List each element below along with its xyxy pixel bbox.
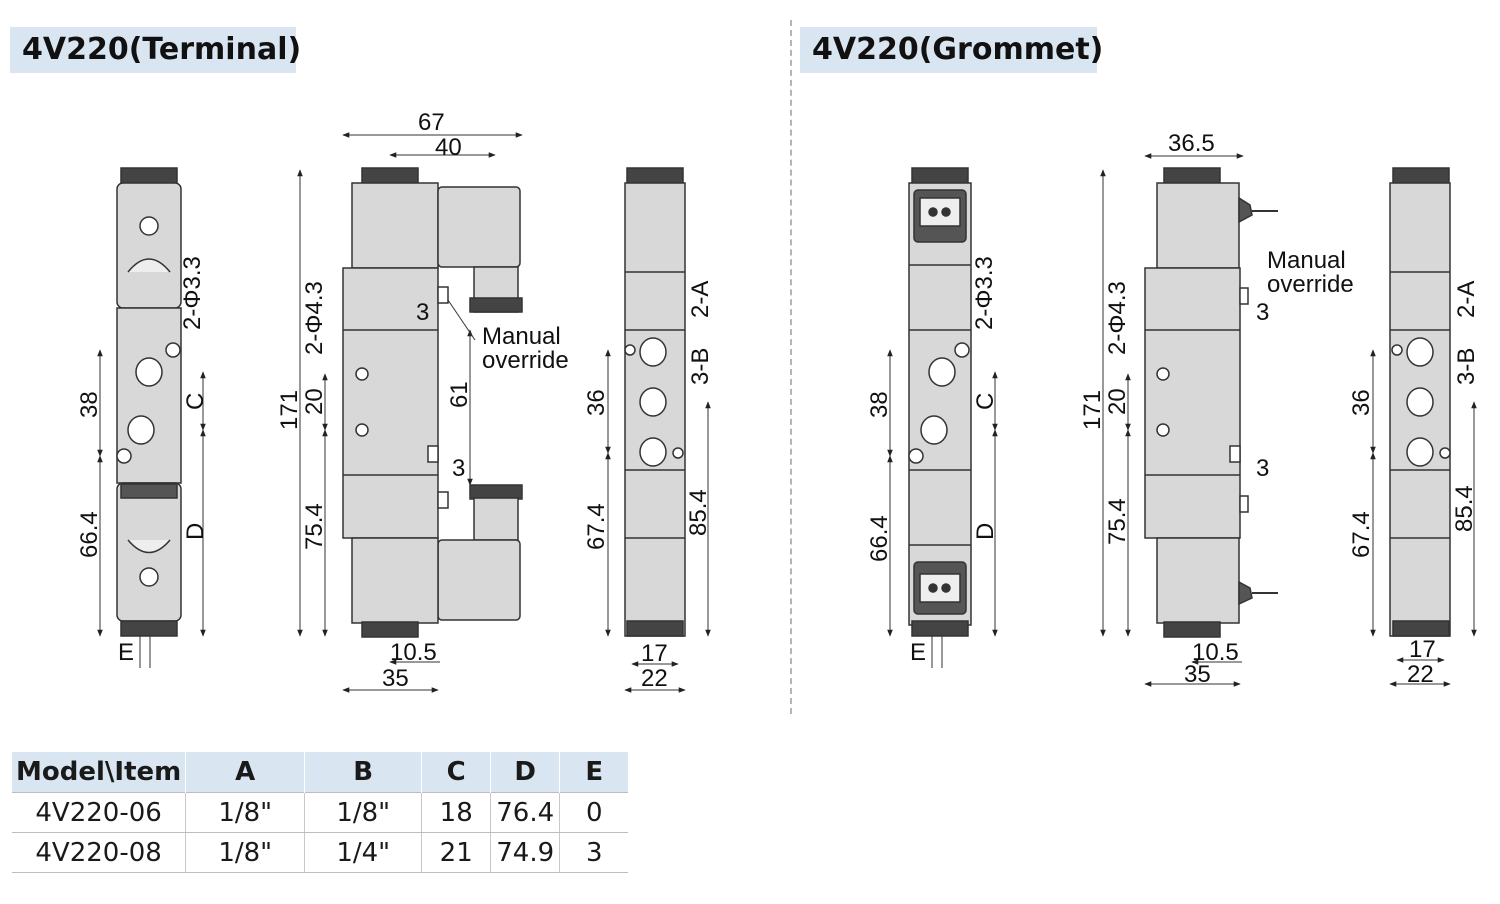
- terminal-right-17: 17: [641, 640, 668, 667]
- table-cell: 4V220-08: [12, 832, 186, 873]
- grommet-right-22: 22: [1407, 661, 1434, 688]
- terminal-right-dims: [605, 349, 711, 693]
- grommet-front-view: [1144, 167, 1278, 638]
- table-header: E: [559, 752, 629, 793]
- grommet-front-dims: [1100, 153, 1244, 687]
- table-cell: 4V220-06: [12, 792, 186, 833]
- terminal-side-66: 66.4: [76, 511, 103, 558]
- grommet-right-36: 36: [1348, 389, 1375, 416]
- table-cell: 76.4: [490, 792, 560, 833]
- grommet-front-365: 36.5: [1168, 130, 1215, 157]
- terminal-side-dims: [97, 349, 206, 668]
- grommet-right-3b: 3-B: [1453, 348, 1480, 385]
- table-cell: 3: [559, 832, 629, 873]
- grommet-manual-line1: Manual: [1267, 247, 1346, 274]
- grommet-right-17: 17: [1409, 636, 1436, 663]
- table-row: 4V220-08 1/8" 1/4" 21 74.9 3: [12, 832, 629, 873]
- terminal-front-35: 35: [382, 665, 409, 692]
- terminal-front-20: 20: [301, 388, 328, 415]
- terminal-side-e: E: [118, 639, 134, 666]
- section-divider: [790, 20, 792, 714]
- grommet-front-20: 20: [1104, 388, 1131, 415]
- table-header: A: [185, 752, 305, 793]
- grommet-front-35: 35: [1184, 661, 1211, 688]
- terminal-front-40: 40: [435, 134, 462, 161]
- grommet-front-holes: 2-Φ4.3: [1104, 281, 1131, 355]
- terminal-right-85: 85.4: [685, 489, 712, 536]
- grommet-front-3a: 3: [1256, 299, 1269, 326]
- terminal-right-67: 67.4: [583, 503, 610, 550]
- grommet-front-75: 75.4: [1104, 498, 1131, 545]
- terminal-right-view: [624, 167, 686, 637]
- table-header: Model\Item: [12, 752, 186, 793]
- grommet-side-66: 66.4: [866, 515, 893, 562]
- terminal-front-171: 171: [276, 390, 303, 430]
- table-header: C: [421, 752, 491, 793]
- grommet-side-d: D: [972, 523, 999, 540]
- grommet-side-view: [908, 167, 972, 637]
- terminal-section-title: 4V220(Terminal): [10, 27, 301, 73]
- terminal-right-22: 22: [641, 665, 668, 692]
- grommet-right-85: 85.4: [1451, 485, 1478, 532]
- model-spec-table: Model\Item A B C D E 4V220-06 1/8" 1/8" …: [12, 752, 629, 873]
- table-cell: 74.9: [490, 832, 560, 873]
- terminal-front-61: 61: [446, 381, 473, 408]
- grommet-right-2a: 2-A: [1453, 281, 1480, 318]
- table-cell: 1/8": [185, 832, 305, 873]
- terminal-front-67: 67: [418, 109, 445, 136]
- table-header: D: [490, 752, 560, 793]
- grommet-side-e: E: [910, 639, 926, 666]
- terminal-side-c: C: [182, 393, 209, 410]
- terminal-front-75: 75.4: [301, 503, 328, 550]
- grommet-front-171: 171: [1079, 390, 1106, 430]
- terminal-side-d: D: [182, 523, 209, 540]
- grommet-side-38: 38: [866, 391, 893, 418]
- grommet-manual-line2: override: [1267, 271, 1354, 298]
- terminal-side-view: [116, 167, 182, 637]
- table-row: 4V220-06 1/8" 1/8" 18 76.4 0: [12, 792, 629, 833]
- valve-drawings: 2-Φ3.3 C D 38 66.4 E 67 40 171: [76, 109, 1480, 693]
- table-cell: 1/4": [304, 832, 422, 873]
- terminal-front-dims: [297, 132, 523, 693]
- grommet-right-dims: [1370, 349, 1477, 687]
- table-cell: 21: [421, 832, 491, 873]
- grommet-side-c: C: [972, 393, 999, 410]
- terminal-right-36: 36: [583, 389, 610, 416]
- terminal-front-holes: 2-Φ4.3: [301, 281, 328, 355]
- table-header: B: [304, 752, 422, 793]
- terminal-manual-line2: override: [482, 347, 569, 374]
- table-cell: 1/8": [185, 792, 305, 833]
- terminal-right-3b: 3-B: [687, 348, 714, 385]
- grommet-right-view: [1389, 167, 1451, 637]
- terminal-front-3a: 3: [416, 299, 429, 326]
- terminal-manual-line1: Manual: [482, 323, 561, 350]
- grommet-side-dims: [887, 349, 998, 668]
- terminal-front-view: [342, 167, 523, 638]
- terminal-side-holes: 2-Φ3.3: [179, 256, 206, 330]
- grommet-side-holes: 2-Φ3.3: [971, 256, 998, 330]
- table-cell: 0: [559, 792, 629, 833]
- terminal-front-105: 10.5: [390, 639, 437, 666]
- grommet-front-105: 10.5: [1192, 639, 1239, 666]
- terminal-front-3b: 3: [452, 455, 465, 482]
- table-cell: 1/8": [304, 792, 422, 833]
- grommet-right-67: 67.4: [1348, 511, 1375, 558]
- grommet-front-3b: 3: [1256, 455, 1269, 482]
- terminal-side-38: 38: [76, 391, 103, 418]
- grommet-section-title: 4V220(Grommet): [800, 27, 1103, 73]
- table-header-row: Model\Item A B C D E: [12, 752, 629, 793]
- terminal-right-2a: 2-A: [687, 281, 714, 318]
- table-cell: 18: [421, 792, 491, 833]
